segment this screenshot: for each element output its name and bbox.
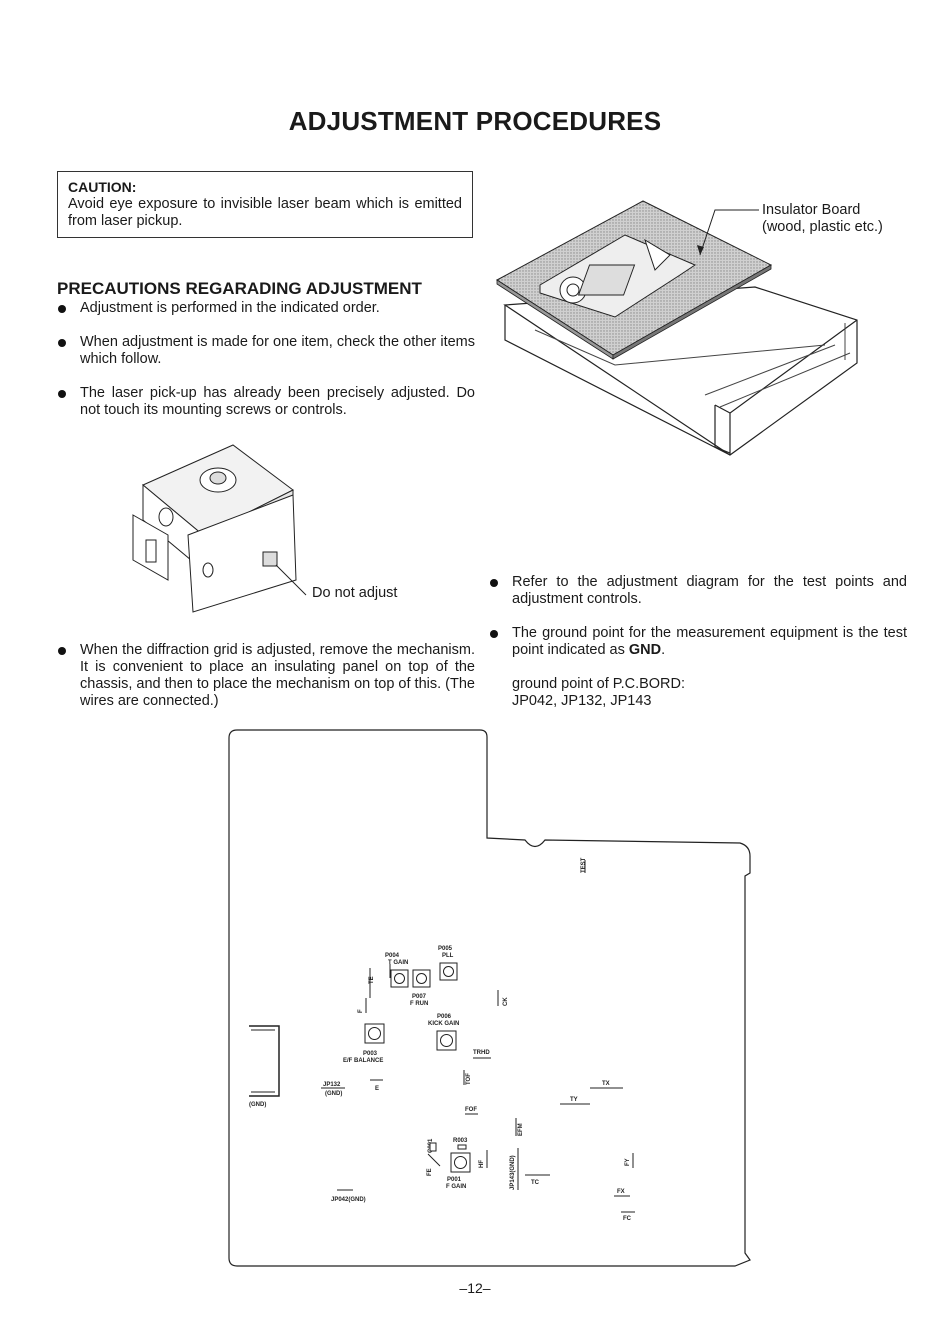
bullet-icon bbox=[58, 390, 66, 398]
insulator-board-illustration bbox=[496, 200, 858, 456]
pll-label: PLL bbox=[442, 953, 454, 959]
p007-pot[interactable] bbox=[412, 969, 431, 988]
precaution-text: When adjustment is made for one item, ch… bbox=[80, 334, 475, 367]
ground-point-line2: JP042, JP132, JP143 bbox=[512, 693, 652, 709]
gnd-left-label: (GND) bbox=[249, 1102, 266, 1108]
p001-label: P001 bbox=[447, 1177, 462, 1183]
bullet-icon bbox=[58, 305, 66, 313]
efm-label: EFM bbox=[518, 1123, 524, 1136]
jp132-gnd-label: (GND) bbox=[325, 1091, 342, 1097]
trhd-label: TRHD bbox=[473, 1050, 490, 1056]
p003-pot[interactable] bbox=[364, 1023, 385, 1044]
kickgain-label: KICK GAIN bbox=[428, 1021, 459, 1027]
e-label: E bbox=[375, 1086, 379, 1092]
r003-resistor bbox=[457, 1144, 467, 1150]
bullet-icon bbox=[490, 630, 498, 638]
hf-label: HF bbox=[479, 1160, 485, 1168]
tof-label: TOF bbox=[466, 1073, 472, 1085]
fof-label: FOF bbox=[465, 1107, 477, 1113]
p007-label: P007 bbox=[412, 994, 427, 1000]
bullet-icon bbox=[490, 579, 498, 587]
precaution-item: Adjustment is performed in the indicated… bbox=[58, 300, 475, 317]
p004-label: P004 bbox=[385, 953, 400, 959]
refer-item: Refer to the adjustment diagram for the … bbox=[490, 574, 907, 608]
ground-text: The ground point for the measurement equ… bbox=[512, 625, 907, 659]
jp132-label: JP132 bbox=[323, 1082, 341, 1088]
insulator-label: Insulator Board (wood, plastic etc.) bbox=[762, 202, 883, 236]
r003-label: R003 bbox=[453, 1138, 468, 1144]
fe-label: FE bbox=[427, 1168, 433, 1176]
p001-pot[interactable] bbox=[450, 1152, 471, 1173]
ground-text-prefix: The ground point for the measurement equ… bbox=[512, 625, 907, 658]
te-label: TE bbox=[369, 976, 375, 984]
bullet-icon bbox=[58, 647, 66, 655]
precaution-item: When adjustment is made for one item, ch… bbox=[58, 334, 475, 368]
test-label: TEST bbox=[581, 857, 587, 873]
p004-pot[interactable] bbox=[390, 969, 409, 988]
caution-body: Avoid eye exposure to invisible laser be… bbox=[68, 196, 462, 229]
insulator-label-line1: Insulator Board bbox=[762, 202, 861, 218]
bullet-icon bbox=[58, 339, 66, 347]
refer-text: Refer to the adjustment diagram for the … bbox=[512, 574, 907, 607]
jp042-label: JP042(GND) bbox=[331, 1197, 366, 1203]
p006-pot[interactable] bbox=[436, 1030, 457, 1051]
p003-label: P003 bbox=[363, 1051, 378, 1057]
precaution-item: The laser pick-up has already been preci… bbox=[58, 385, 475, 419]
c001-capacitor bbox=[429, 1142, 437, 1152]
tx-label: TX bbox=[602, 1081, 610, 1087]
ground-item: The ground point for the measurement equ… bbox=[490, 625, 907, 659]
frun-label: F RUN bbox=[410, 1001, 428, 1007]
gnd-label: GND bbox=[628, 642, 662, 658]
p005-label: P005 bbox=[438, 946, 453, 952]
ground-point-list: ground point of P.C.BORD: JP042, JP132, … bbox=[512, 676, 685, 710]
pcb-adjustment-diagram: (GND) TEST P005 PLL P004 T GAIN TE F P00… bbox=[228, 729, 751, 1267]
tgain-label: T GAIN bbox=[388, 960, 408, 966]
do-not-adjust-label: Do not adjust bbox=[312, 585, 398, 601]
ground-text-suffix: . bbox=[661, 642, 666, 658]
fc-label: FC bbox=[623, 1216, 632, 1222]
ground-point-line1: ground point of P.C.BORD: bbox=[512, 676, 686, 692]
p006-label: P006 bbox=[437, 1014, 452, 1020]
ty-label: TY bbox=[570, 1097, 578, 1103]
caution-box: CAUTION: Avoid eye exposure to invisible… bbox=[57, 171, 473, 238]
insulator-label-line2: (wood, plastic etc.) bbox=[762, 219, 883, 235]
diffraction-item: When the diffraction grid is adjusted, r… bbox=[58, 642, 475, 710]
jp143-label: JP143(GND) bbox=[510, 1155, 516, 1190]
page-number: –12– bbox=[459, 1280, 491, 1296]
page-title: ADJUSTMENT PROCEDURES bbox=[288, 106, 662, 136]
diffraction-text: When the diffraction grid is adjusted, r… bbox=[80, 642, 475, 709]
fy-label: FY bbox=[625, 1158, 631, 1166]
f-label: F bbox=[358, 1009, 364, 1013]
precautions-heading: PRECAUTIONS REGARADING ADJUSTMENT bbox=[57, 279, 422, 298]
p005-pot[interactable] bbox=[439, 962, 458, 981]
fgain-label: F GAIN bbox=[446, 1184, 466, 1190]
laser-pickup-illustration bbox=[132, 444, 307, 613]
efbalance-label: E/F BALANCE bbox=[343, 1058, 383, 1064]
precaution-text: The laser pick-up has already been preci… bbox=[80, 385, 475, 418]
precaution-text: Adjustment is performed in the indicated… bbox=[80, 300, 380, 316]
caution-heading: CAUTION: bbox=[68, 179, 137, 195]
tc-label: TC bbox=[531, 1180, 540, 1186]
ck-label: CK bbox=[503, 997, 509, 1006]
fx-label: FX bbox=[617, 1189, 625, 1195]
